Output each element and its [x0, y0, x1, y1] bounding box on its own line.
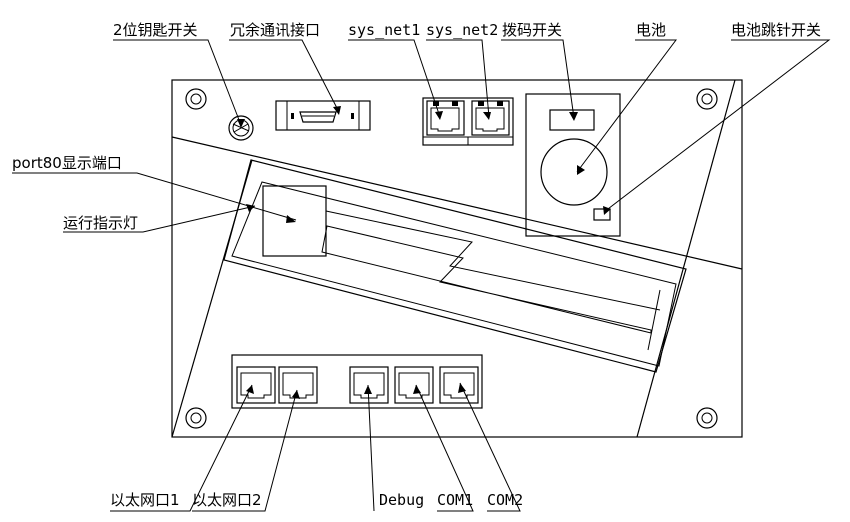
- label-key-switch: 2位钥匙开关: [113, 21, 198, 39]
- label-sys-net1: sys_net1: [348, 21, 420, 39]
- panel-outline: [171, 79, 743, 438]
- label-battery: 电池: [636, 21, 666, 39]
- arrowheads: [237, 106, 611, 399]
- mounting-hole-bottom-right: [696, 407, 718, 429]
- battery-jumper: [593, 208, 611, 221]
- sys-net1-port: [426, 100, 465, 136]
- label-eth2: 以太网口2: [192, 491, 262, 509]
- com2-port: [439, 366, 479, 404]
- panel-diagonal-top: [171, 136, 743, 270]
- mounting-hole-top-right: [696, 88, 718, 110]
- mounting-hole-top-left: [185, 88, 207, 110]
- label-com2: COM2: [487, 491, 523, 509]
- sys-net-ports: [422, 97, 514, 146]
- label-run-led: 运行指示灯: [63, 214, 138, 232]
- label-com1: COM1: [437, 491, 473, 509]
- sys-net2-port: [471, 100, 510, 136]
- label-debug: Debug: [379, 491, 424, 509]
- panel-diagonal-right: [636, 79, 736, 438]
- leader-lines: [12, 39, 831, 512]
- port80-display: [262, 185, 327, 257]
- dip-switch: [549, 109, 595, 131]
- label-eth1: 以太网口1: [110, 491, 180, 509]
- mounting-hole-bottom-left: [185, 407, 207, 429]
- label-dip-switch: 拨码开关: [502, 21, 562, 39]
- bottom-port-block: [231, 354, 483, 409]
- eth2-port: [278, 366, 318, 404]
- eth1-port: [236, 366, 276, 404]
- redundant-comm-connector: [275, 100, 371, 131]
- battery: [540, 138, 608, 206]
- label-port80: port80显示端口: [12, 154, 122, 172]
- label-battery-jumper: 电池跳针开关: [731, 21, 821, 39]
- com1-port: [394, 366, 434, 404]
- battery-area: [525, 93, 621, 237]
- label-redundant-comm: 冗余通讯接口: [230, 21, 320, 39]
- port80-module: [223, 159, 687, 373]
- label-sys-net2: sys_net2: [426, 21, 498, 39]
